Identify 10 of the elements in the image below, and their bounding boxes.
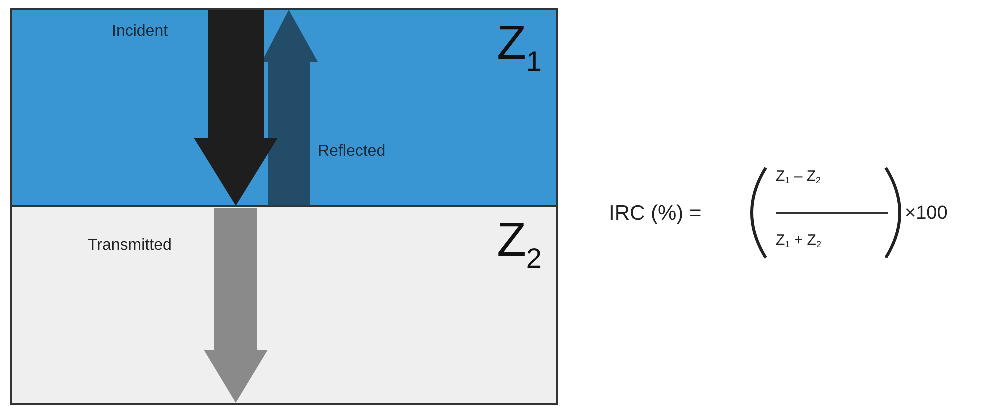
- medium-layer: [10, 207, 558, 405]
- arrow-label: Incident: [112, 22, 168, 42]
- impedance-label: Z$_{2}$: [497, 217, 542, 273]
- denominator: Z$_{1}$ + Z$_{2}$: [776, 232, 822, 250]
- arrow-label: Reflected: [318, 142, 386, 162]
- arrow-label: Transmitted: [88, 236, 172, 256]
- impedance-label: Z$_{1}$: [497, 20, 542, 76]
- formula-label: IRC (%) =: [609, 201, 702, 226]
- numerator: Z$_{1}$ – Z$_{2}$: [776, 168, 822, 186]
- multiplier: ×100: [905, 203, 948, 226]
